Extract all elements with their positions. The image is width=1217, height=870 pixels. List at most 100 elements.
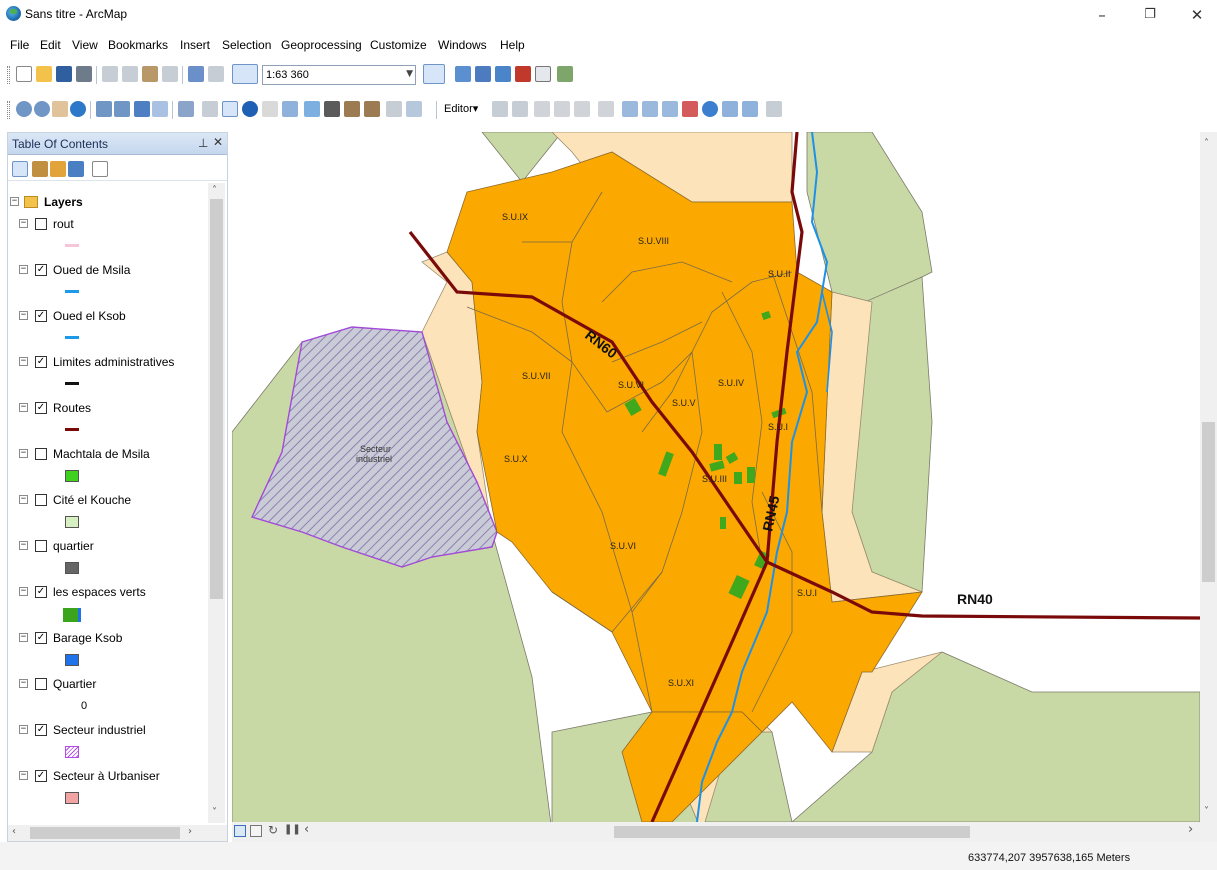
layer-visibility-checkbox[interactable]: ✓ — [35, 356, 47, 368]
layers-root[interactable]: − Layers — [8, 193, 208, 213]
layer-symbol-swatch[interactable] — [65, 516, 79, 528]
layer-visibility-checkbox[interactable]: ✓ — [35, 632, 47, 644]
toc-scroll-thumb[interactable] — [210, 199, 223, 599]
map-scale-combobox[interactable]: 1:63 360 ▼ — [262, 65, 416, 85]
zoom-out-icon[interactable] — [34, 101, 50, 117]
menu-customize[interactable]: Customize — [370, 38, 427, 52]
print-icon[interactable] — [76, 66, 92, 82]
refresh-icon[interactable]: ↻ — [268, 823, 279, 837]
layer-visibility-checkbox[interactable]: ✓ — [35, 402, 47, 414]
layer-symbol-swatch[interactable] — [65, 470, 79, 482]
layer-row[interactable]: − Quartier — [8, 675, 208, 695]
full-extent-icon[interactable] — [70, 101, 86, 117]
clear-selection-icon[interactable] — [202, 101, 218, 117]
open-folder-icon[interactable] — [36, 66, 52, 82]
go-to-xy-icon[interactable] — [364, 101, 380, 117]
fixed-zoom-in-icon[interactable] — [96, 101, 112, 117]
close-button[interactable]: ✕ — [1190, 6, 1204, 24]
new-document-icon[interactable] — [16, 66, 32, 82]
layer-row[interactable]: −quartier — [8, 537, 208, 557]
layer-symbol-swatch[interactable] — [65, 336, 79, 339]
layer-name[interactable]: Quartier — [53, 677, 97, 691]
search-window-icon[interactable] — [495, 66, 511, 82]
zoom-in-icon[interactable] — [16, 101, 32, 117]
layer-row[interactable]: −✓Oued el Ksob — [8, 307, 208, 327]
layer-visibility-checkbox[interactable]: ✓ — [35, 586, 47, 598]
layer-visibility-checkbox[interactable]: ✓ — [35, 724, 47, 736]
list-by-visibility-icon[interactable] — [50, 161, 66, 177]
catalog-icon[interactable] — [475, 66, 491, 82]
list-by-source-icon[interactable] — [32, 161, 48, 177]
table-of-contents-icon[interactable] — [455, 66, 471, 82]
layer-name[interactable]: Cité el Kouche — [53, 493, 132, 507]
layer-symbol-swatch[interactable] — [63, 608, 81, 622]
map-horizontal-scrollbar[interactable]: ↻ ❚❚ ‹ › — [232, 822, 1217, 842]
menu-help[interactable]: Help — [500, 38, 525, 52]
find-icon[interactable] — [324, 101, 340, 117]
layer-row[interactable]: −Machtala de Msila — [8, 445, 208, 465]
collapse-icon[interactable]: − — [19, 218, 28, 228]
collapse-icon[interactable]: − — [19, 264, 28, 274]
cut-polygons-icon[interactable] — [662, 101, 678, 117]
editor-toolbar-icon[interactable] — [423, 64, 445, 84]
layer-row[interactable]: −rout — [8, 215, 208, 235]
layer-row[interactable]: −✓ Secteur industriel — [8, 721, 208, 741]
copy-icon[interactable] — [122, 66, 138, 82]
chevron-down-icon[interactable]: ▼ — [406, 69, 413, 79]
map-view[interactable]: S.U.IX S.U.VIII S.U.II S.U.VII S.U.VI S.… — [232, 132, 1200, 822]
toc-horizontal-scrollbar[interactable]: ‹ › — [8, 825, 227, 841]
layer-row[interactable]: −✓Barage Ksob — [8, 629, 208, 649]
point-icon[interactable] — [598, 101, 614, 117]
delete-icon[interactable] — [162, 66, 178, 82]
layer-symbol-swatch[interactable] — [65, 746, 79, 758]
collapse-icon[interactable]: − — [19, 586, 28, 596]
select-elements-icon[interactable] — [222, 101, 238, 117]
map-hscroll-thumb[interactable] — [614, 826, 970, 838]
create-features-icon[interactable] — [766, 101, 782, 117]
collapse-icon[interactable]: − — [19, 724, 28, 734]
straight-segment-icon[interactable] — [534, 101, 550, 117]
layer-row[interactable]: −✓Secteur à Urbaniser — [8, 767, 208, 787]
layer-symbol-swatch[interactable] — [65, 562, 79, 574]
redo-icon[interactable] — [208, 66, 224, 82]
find-route-icon[interactable] — [344, 101, 360, 117]
fixed-zoom-out-icon[interactable] — [114, 101, 130, 117]
select-features-icon[interactable] — [178, 101, 194, 117]
trace-icon[interactable] — [574, 101, 590, 117]
map-vertical-scrollbar[interactable]: ˄ ˅ — [1200, 132, 1217, 822]
layer-symbol-swatch[interactable] — [65, 654, 79, 666]
layer-visibility-checkbox[interactable] — [35, 494, 47, 506]
undo-icon[interactable] — [188, 66, 204, 82]
hyperlink-icon[interactable] — [262, 101, 278, 117]
collapse-icon[interactable]: − — [19, 678, 28, 688]
minimize-button[interactable]: – — [1098, 6, 1106, 24]
collapse-icon[interactable]: − — [19, 310, 28, 320]
list-by-drawing-order-icon[interactable] — [12, 161, 28, 177]
layer-row[interactable]: −✓Limites administratives — [8, 353, 208, 373]
pause-drawing-icon[interactable]: ❚❚ — [284, 824, 301, 835]
editor-menu-button[interactable]: Editor▾ — [444, 103, 479, 115]
reshape-feature-icon[interactable] — [642, 101, 658, 117]
layer-name[interactable]: Secteur à Urbaniser — [53, 769, 160, 783]
layout-view-icon[interactable] — [250, 825, 262, 837]
layer-row[interactable]: −✓Oued de Msila — [8, 261, 208, 281]
layer-name[interactable]: Secteur industriel — [53, 723, 146, 737]
edit-tool-icon[interactable] — [492, 101, 508, 117]
layer-symbol-swatch[interactable] — [65, 382, 79, 385]
layer-visibility-checkbox[interactable] — [35, 678, 47, 690]
back-extent-icon[interactable] — [134, 101, 150, 117]
menu-windows[interactable]: Windows — [438, 38, 487, 52]
python-window-icon[interactable] — [535, 66, 551, 82]
html-popup-icon[interactable] — [282, 101, 298, 117]
options-icon[interactable] — [92, 161, 108, 177]
forward-extent-icon[interactable] — [152, 101, 168, 117]
map-canvas[interactable]: S.U.IX S.U.VIII S.U.II S.U.VII S.U.VI S.… — [232, 132, 1200, 822]
layer-symbol-swatch[interactable] — [65, 290, 79, 293]
toc-close-button[interactable]: ✕ — [213, 135, 224, 149]
save-icon[interactable] — [56, 66, 72, 82]
collapse-icon[interactable]: − — [19, 540, 28, 550]
menu-bookmarks[interactable]: Bookmarks — [108, 38, 169, 52]
layer-visibility-checkbox[interactable]: ✓ — [35, 264, 47, 276]
collapse-icon[interactable]: − — [19, 448, 28, 458]
pin-icon[interactable]: ⊥ — [198, 136, 209, 150]
